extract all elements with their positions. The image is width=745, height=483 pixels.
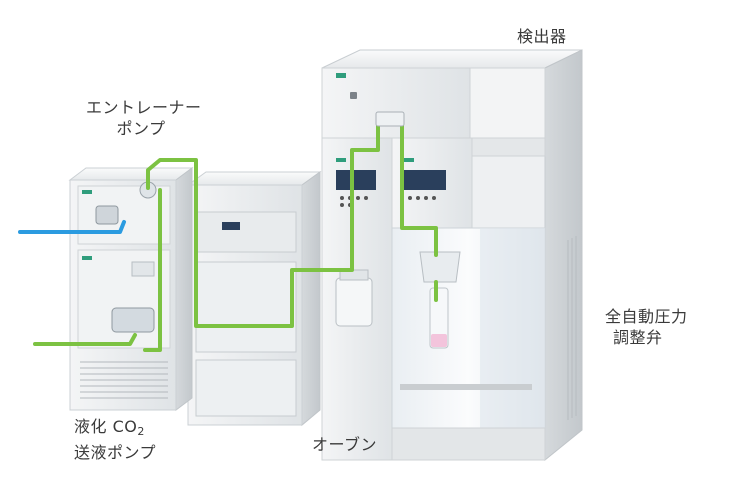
glass-vessel-icon (335, 277, 373, 327)
co2-pump-label-line1: 液化 CO2 (74, 416, 156, 442)
display-panel-icon (404, 170, 446, 190)
co2-pump-label-prefix: 液化 CO (74, 417, 138, 436)
co2-pump-label-subscript: 2 (137, 425, 145, 438)
entrainer-pump-label-line2: ポンプ (116, 119, 166, 138)
oven-label: オーブン (312, 435, 378, 454)
co2-pump-label-line2: 送液ポンプ (74, 443, 157, 462)
co2-pump-label: 液化 CO2 送液ポンプ (74, 416, 156, 463)
power-button-icon (350, 92, 357, 99)
bpr-label-line2: 調整弁 (613, 328, 663, 347)
glass-vessel-icon (429, 287, 449, 349)
display-panel-icon (336, 170, 376, 190)
detector-bpr-tower (321, 49, 583, 462)
bpr-label-line1: 全自動圧力 (605, 307, 688, 326)
entrainer-pump-label-line1: エントレーナー (86, 98, 202, 117)
entrainer-pump-label: エントレーナー ポンプ (86, 97, 202, 139)
brand-badge (336, 73, 346, 78)
middle-cabinet (186, 171, 322, 427)
main-flow-line (146, 116, 438, 328)
entrainer-inlet-line (18, 220, 126, 234)
valve-icon (419, 251, 461, 283)
co2-inlet-line (33, 333, 137, 346)
pump-head-icon (95, 205, 119, 225)
pump-link-line (143, 188, 162, 352)
pump-stack (68, 167, 194, 411)
flow-lines (18, 111, 438, 352)
bpr-label: 全自動圧力 調整弁 (605, 306, 688, 348)
detector-label: 検出器 (517, 27, 567, 46)
pump-head-icon (111, 307, 155, 333)
